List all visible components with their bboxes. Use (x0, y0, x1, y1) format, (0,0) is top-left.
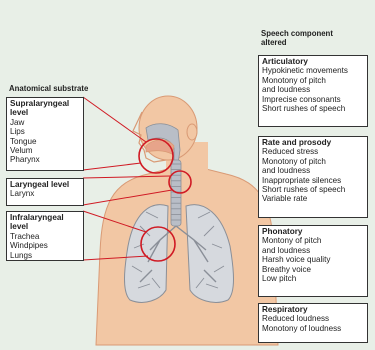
respiratory-item: Reduced loudness (262, 314, 364, 323)
rate-and-prosody-item: Short rushes of speech (262, 185, 364, 194)
respiratory-box: Respiratory Reduced loudness Monotony of… (258, 303, 368, 343)
torso-silhouette (96, 158, 278, 345)
rate-and-prosody-item: Monotony of pitch (262, 157, 364, 166)
rate-and-prosody-item: Reduced stress (262, 147, 364, 156)
rate-and-prosody-box: Rate and prosody Reduced stress Monotony… (258, 136, 368, 218)
supralaryngeal-level-box: Supralaryngeal level Jaw Lips Tongue Vel… (6, 97, 84, 171)
rate-and-prosody-title: Rate and prosody (262, 138, 364, 147)
articulatory-item: Short rushes of speech (262, 104, 364, 113)
respiratory-item: Monotony of loudness (262, 324, 364, 333)
phonatory-item: Montony of pitch (262, 236, 364, 245)
rate-and-prosody-item: and loudness (262, 166, 364, 175)
infralaryngeal-item-windpipes: Windpipes (10, 241, 80, 250)
supralaryngeal-item-tongue: Tongue (10, 137, 80, 146)
anatomical-substrate-heading: Anatomical substrate (9, 84, 88, 93)
ear (187, 124, 197, 140)
phonatory-box: Phonatory Montony of pitch and loudness … (258, 225, 368, 297)
rate-and-prosody-item: Inappropriate silences (262, 176, 364, 185)
articulatory-item: Monotony of pitch (262, 76, 364, 85)
supralaryngeal-level-title: Supralaryngeal level (10, 99, 80, 118)
articulatory-title: Articulatory (262, 57, 364, 66)
phonatory-item: Low pitch (262, 274, 364, 283)
articulatory-item: Hypokinetic movements (262, 66, 364, 75)
infralaryngeal-item-trachea: Trachea (10, 232, 80, 241)
phonatory-title: Phonatory (262, 227, 364, 236)
articulatory-box: Articulatory Hypokinetic movements Monot… (258, 55, 368, 127)
supralaryngeal-item-velum: Velum (10, 146, 80, 155)
laryngeal-item-larynx: Larynx (10, 189, 80, 198)
supralaryngeal-item-jaw: Jaw (10, 118, 80, 127)
speech-component-heading-line2: altered (261, 38, 333, 47)
speech-component-heading: Speech component altered (261, 29, 333, 47)
phonatory-item: Harsh voice quality (262, 255, 364, 264)
supralaryngeal-item-pharynx: Pharynx (10, 155, 80, 164)
articulatory-item: and loudness (262, 85, 364, 94)
infralaryngeal-item-lungs: Lungs (10, 251, 80, 260)
laryngeal-level-title: Laryngeal level (10, 180, 80, 189)
respiratory-title: Respiratory (262, 305, 364, 314)
rate-and-prosody-item: Variable rate (262, 194, 364, 203)
phonatory-item: and loudness (262, 246, 364, 255)
leader-line-supralaryngeal-bottom (83, 163, 141, 170)
infralaryngeal-level-title: Infralaryngeal level (10, 213, 80, 232)
infralaryngeal-level-box: Infralaryngeal level Trachea Windpipes L… (6, 211, 84, 261)
speech-component-heading-line1: Speech component (261, 29, 333, 38)
supralaryngeal-item-lips: Lips (10, 127, 80, 136)
phonatory-item: Breathy voice (262, 265, 364, 274)
leader-line-supralaryngeal-top (83, 97, 146, 142)
laryngeal-level-box: Laryngeal level Larynx (6, 178, 84, 206)
articulatory-item: Imprecise consonants (262, 95, 364, 104)
